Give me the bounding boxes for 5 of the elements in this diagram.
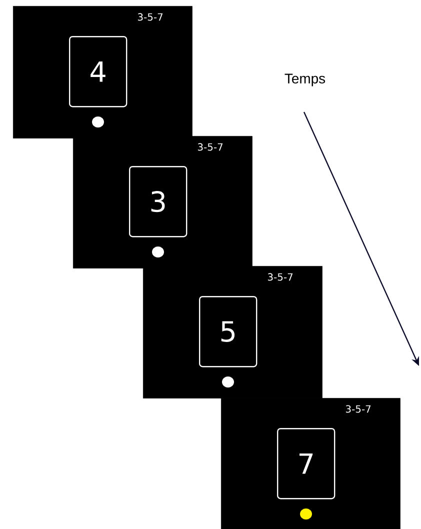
digit-card: 4 bbox=[69, 36, 128, 108]
time-label: Temps bbox=[284, 74, 326, 86]
digit-card: 3 bbox=[129, 166, 188, 238]
digit-card: 5 bbox=[199, 296, 258, 368]
digit-card: 7 bbox=[277, 428, 336, 500]
